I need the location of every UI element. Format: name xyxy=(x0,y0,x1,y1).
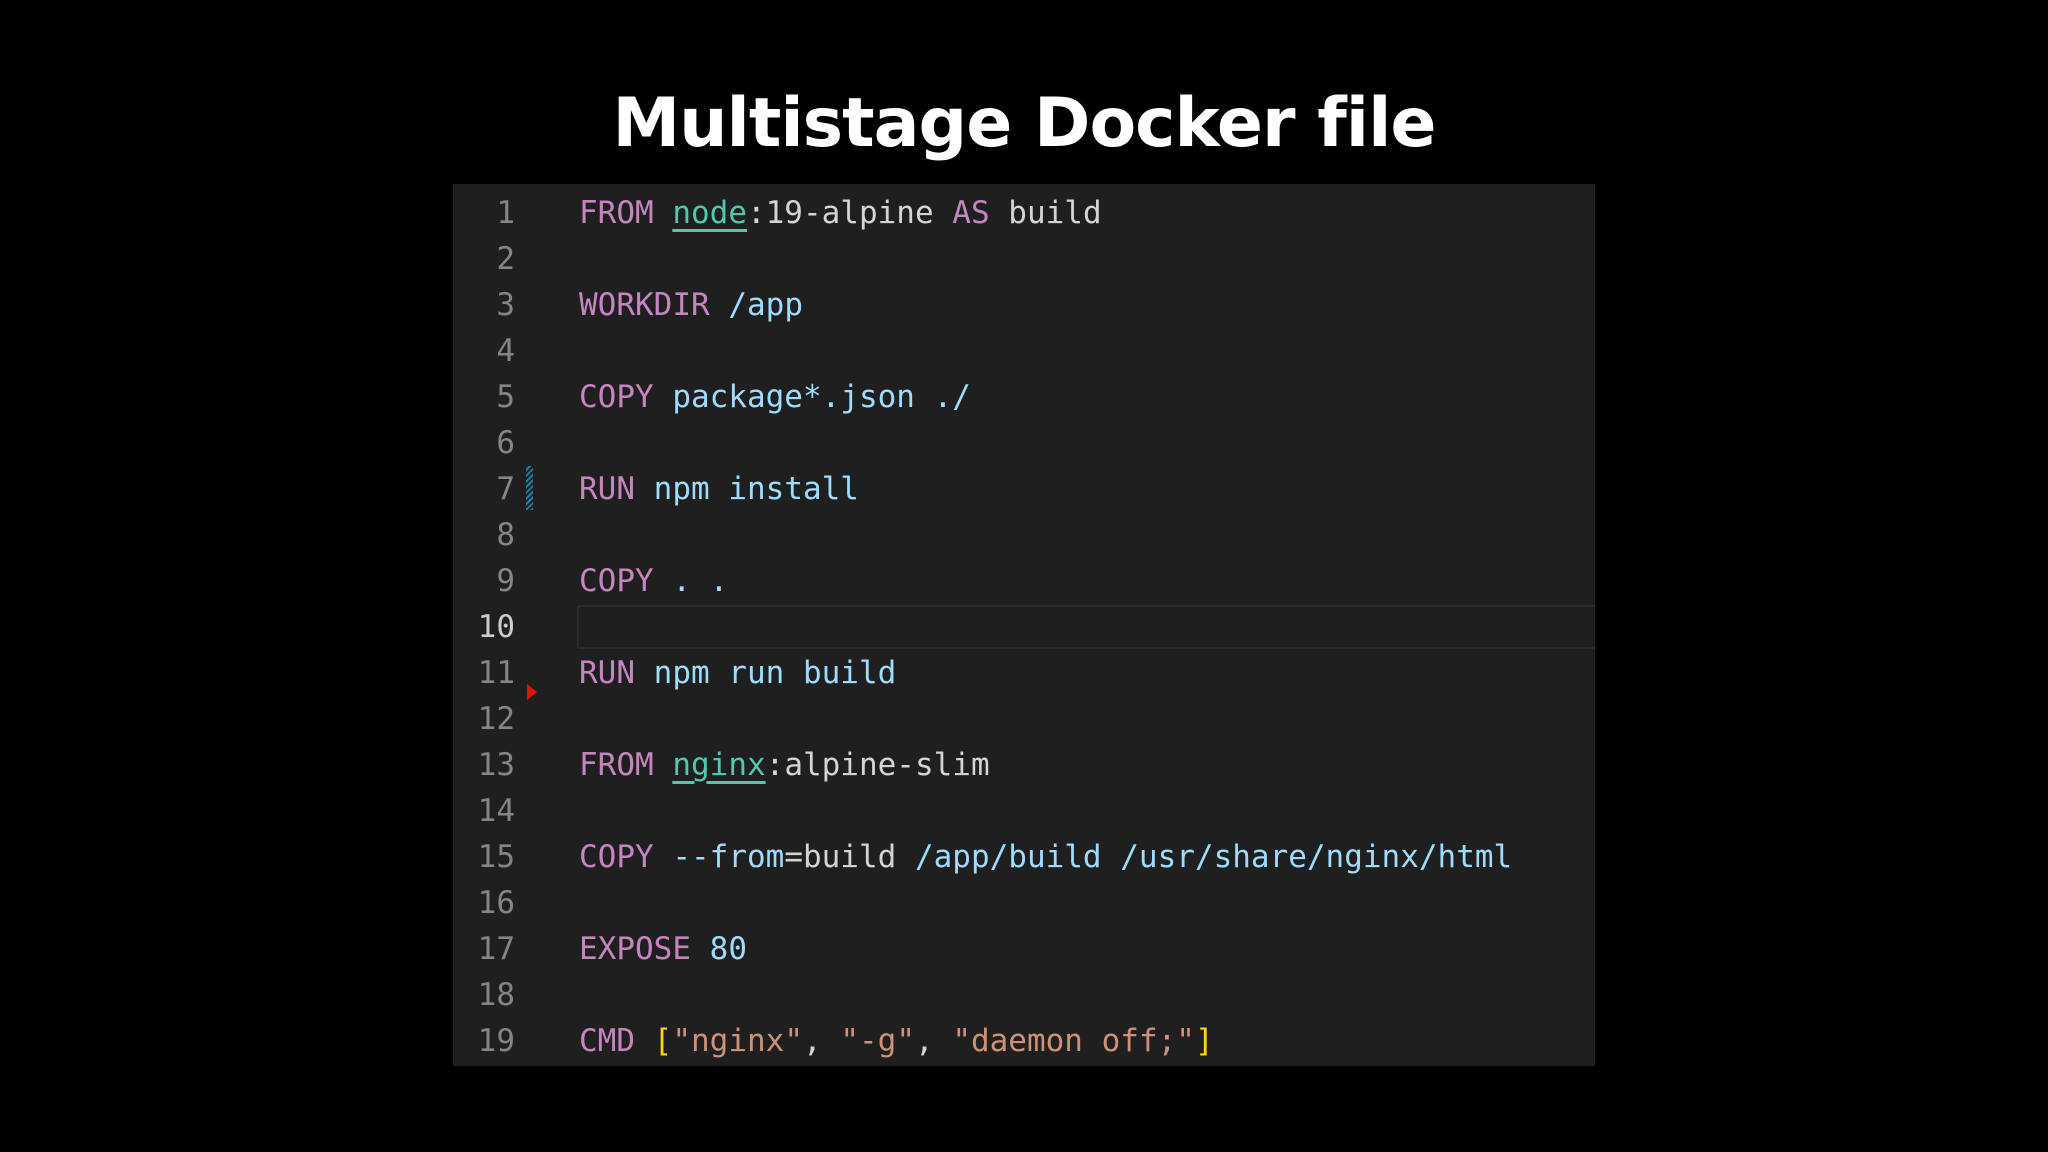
code-token: "nginx" xyxy=(672,1023,803,1059)
line-number: 4 xyxy=(496,333,515,369)
slide-title: Multistage Docker file xyxy=(612,84,1436,163)
code-token: RUN xyxy=(579,655,635,691)
line-number: 5 xyxy=(496,379,515,415)
code-token: COPY xyxy=(579,839,654,875)
code-line[interactable]: COPY package*.json ./ xyxy=(579,374,971,420)
code-line[interactable]: COPY --from=build /app/build /usr/share/… xyxy=(579,834,1512,880)
line-number: 19 xyxy=(477,1023,515,1059)
code-token: , xyxy=(803,1023,841,1059)
line-number: 16 xyxy=(477,885,515,921)
code-token: . . xyxy=(672,563,729,599)
line-number: 2 xyxy=(496,241,515,277)
code-token: :19-alpine xyxy=(746,195,953,231)
code-token: package*.json ./ xyxy=(672,379,971,415)
code-token: /app/build /usr/share/nginx/html xyxy=(896,839,1513,875)
code-line[interactable]: CMD ["nginx", "-g", "daemon off;"] xyxy=(579,1018,1214,1064)
code-token: npm run build xyxy=(653,655,897,691)
line-number: 9 xyxy=(496,563,515,599)
code-token: :alpine-slim xyxy=(765,747,990,783)
code-token: "-g" xyxy=(840,1023,915,1059)
code-token xyxy=(635,655,654,691)
code-token: WORKDIR xyxy=(579,287,710,323)
code-token: COPY xyxy=(579,563,654,599)
diff-modified-marker[interactable] xyxy=(526,466,533,510)
code-token: ] xyxy=(1194,1023,1214,1059)
code-token xyxy=(654,747,673,783)
code-token: "daemon off;" xyxy=(952,1023,1195,1059)
code-token: build xyxy=(989,195,1102,231)
code-token: 80 xyxy=(709,931,747,967)
code-token xyxy=(654,839,673,875)
line-number: 1 xyxy=(496,195,515,231)
code-line[interactable]: WORKDIR /app xyxy=(579,282,803,328)
line-number: 7 xyxy=(496,471,515,507)
code-token: nginx xyxy=(672,747,766,783)
code-token: , xyxy=(914,1023,953,1059)
code-token: CMD xyxy=(579,1023,635,1059)
code-line[interactable]: RUN npm run build xyxy=(579,650,896,696)
code-line[interactable]: COPY . . xyxy=(579,558,728,604)
line-number: 8 xyxy=(496,517,515,553)
code-token: --from xyxy=(672,839,785,875)
code-line[interactable]: FROM nginx:alpine-slim xyxy=(579,742,990,788)
line-number: 3 xyxy=(496,287,515,323)
line-number: 12 xyxy=(477,701,515,737)
line-number: 13 xyxy=(477,747,515,783)
code-token: [ xyxy=(653,1023,673,1059)
code-token: /app xyxy=(728,287,803,323)
code-token xyxy=(635,471,654,507)
current-line-highlight xyxy=(577,605,1595,649)
code-token xyxy=(654,195,673,231)
code-token xyxy=(654,563,673,599)
code-line[interactable]: EXPOSE 80 xyxy=(579,926,747,972)
line-number: 14 xyxy=(477,793,515,829)
line-number: 18 xyxy=(477,977,515,1013)
code-token: =build xyxy=(784,839,897,875)
line-number: 6 xyxy=(496,425,515,461)
code-token xyxy=(635,1023,654,1059)
diff-deleted-marker[interactable] xyxy=(527,684,537,700)
code-line[interactable]: RUN npm install xyxy=(579,466,859,512)
code-token: RUN xyxy=(579,471,635,507)
code-token: FROM xyxy=(579,195,654,231)
line-number: 11 xyxy=(477,655,515,691)
line-number: 10 xyxy=(477,609,515,645)
code-token: node xyxy=(672,195,747,231)
code-token: COPY xyxy=(579,379,654,415)
code-token: AS xyxy=(952,195,990,231)
code-token: npm install xyxy=(653,471,859,507)
code-token xyxy=(691,931,710,967)
code-line[interactable]: FROM node:19-alpine AS build xyxy=(579,190,1102,236)
line-number: 17 xyxy=(477,931,515,967)
code-token xyxy=(654,379,673,415)
code-token: EXPOSE xyxy=(579,931,691,967)
code-token: FROM xyxy=(579,747,654,783)
code-token xyxy=(710,287,729,323)
line-number: 15 xyxy=(477,839,515,875)
